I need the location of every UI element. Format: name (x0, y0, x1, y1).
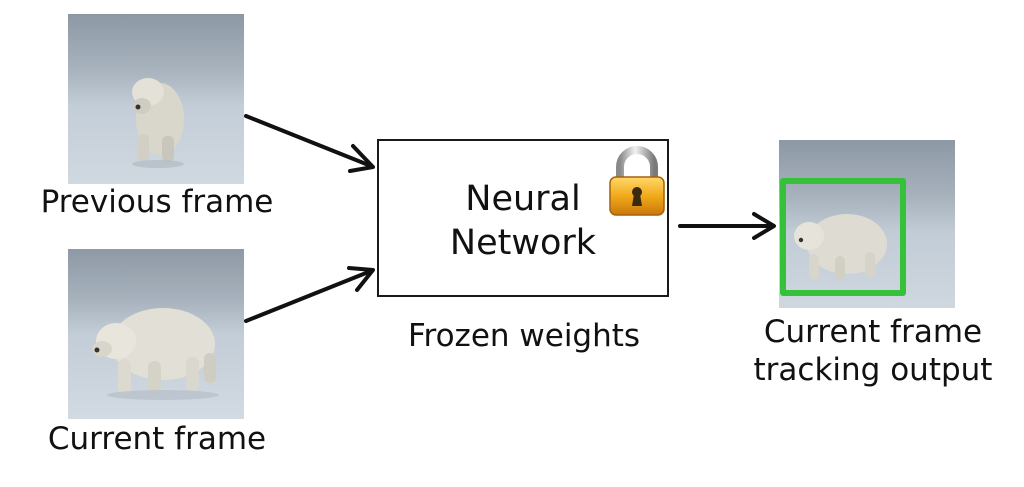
neural-network-title: Neural Network (379, 178, 667, 266)
output-label-line-2: tracking output (753, 351, 993, 388)
previous-frame-image (68, 14, 244, 184)
padlock-icon (609, 146, 665, 216)
output-label-line-1: Current frame (763, 314, 983, 350)
current-frame-image (68, 249, 244, 419)
tracking-bounding-box (780, 178, 906, 296)
network-title-line-1: Neural (465, 179, 581, 219)
output-label: Current frame tracking output (738, 314, 1008, 390)
neural-network-box: Neural Network (377, 139, 669, 297)
network-title-line-2: Network (449, 222, 597, 263)
arrow-previous-to-network (244, 114, 375, 173)
previous-frame-label: Previous frame (40, 184, 274, 220)
output-frame-image (779, 140, 955, 308)
arrow-current-to-network (244, 266, 375, 323)
frozen-weights-caption: Frozen weights (407, 318, 641, 354)
current-frame-label: Current frame (47, 421, 267, 457)
arrow-network-to-output (678, 212, 776, 240)
